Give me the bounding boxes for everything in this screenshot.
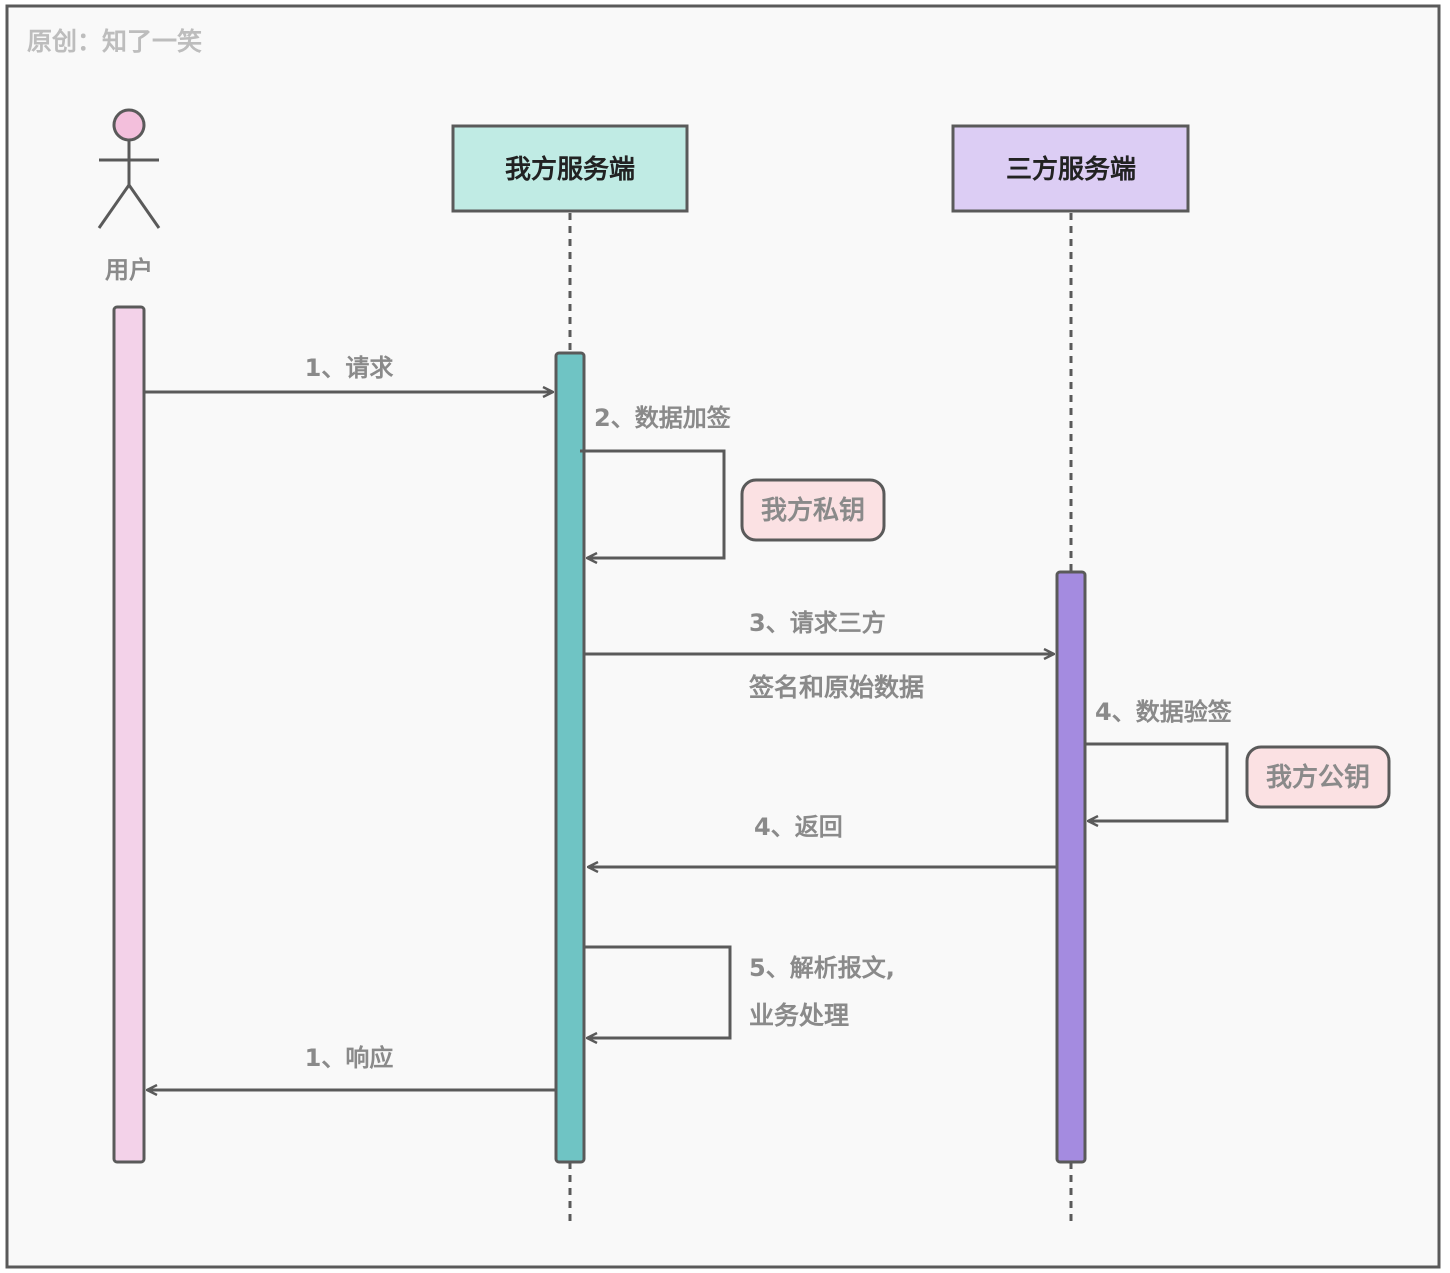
return-label: 4、返回: [754, 813, 843, 841]
verify-label: 4、数据验签: [1095, 698, 1233, 726]
ours-activation-bar: [554, 351, 586, 1164]
request-third-sublabel: 签名和原始数据: [748, 673, 924, 702]
sign-label: 2、数据加签: [594, 404, 732, 432]
user-activation-bar: [112, 305, 146, 1164]
private-key-note: [740, 478, 886, 542]
public-key-note: [1245, 745, 1391, 809]
third-header-box: [951, 124, 1190, 213]
process-label: 5、解析报文,: [749, 954, 895, 982]
process-self-arrow: [585, 945, 732, 1038]
ours-header-box: [451, 124, 689, 213]
response-label: 1、响应: [305, 1044, 394, 1072]
verify-self-arrow: [1086, 742, 1229, 821]
ours-header-label: 我方服务端: [505, 154, 635, 185]
request-label: 1、请求: [305, 354, 394, 382]
third-header-label: 三方服务端: [1006, 154, 1136, 185]
request-third-label: 3、请求三方: [749, 609, 886, 637]
public-key-label: 我方公钥: [1266, 762, 1370, 793]
diagram-frame: [5, 4, 1441, 1269]
sign-self-arrow: [580, 449, 726, 558]
user-actor-icon: [97, 108, 161, 229]
third-activation-bar: [1055, 570, 1087, 1164]
watermark-text: 原创：知了一笑: [27, 27, 202, 56]
process-sublabel: 业务处理: [749, 1001, 849, 1030]
actor-label: 用户: [105, 256, 153, 284]
private-key-label: 我方私钥: [761, 495, 865, 526]
